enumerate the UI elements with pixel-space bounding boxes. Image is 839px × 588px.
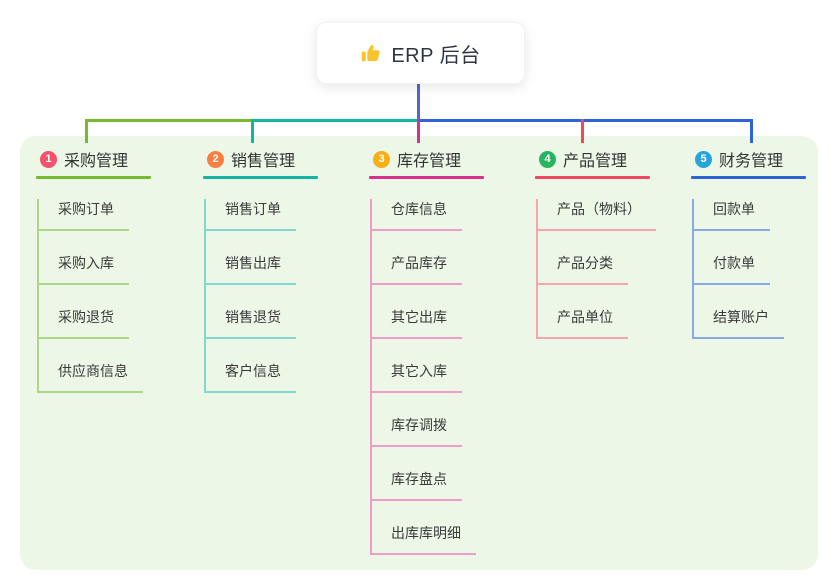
tree-node[interactable]: 供应商信息 [39,361,143,393]
branch-number-badge: 4 [539,150,556,168]
connector-drop-purchase [85,119,88,143]
connector-drop-finance [750,119,753,143]
tree-node[interactable]: 付款单 [694,253,770,285]
branch-underline [203,176,318,179]
tree-node[interactable]: 回款单 [694,199,770,231]
branch-label: 销售管理 [231,153,296,170]
branch-underline [369,176,484,179]
branch-number-badge: 2 [207,150,224,168]
branch-underline [535,176,650,179]
connector-drop-sales [251,119,254,143]
tree-node[interactable]: 产品库存 [372,253,462,285]
tree-node[interactable]: 出库库明细 [372,523,476,555]
branch-title[interactable]: 5 财务管理 [691,144,806,174]
branch-number-badge: 3 [373,150,390,168]
branch-product: 4 产品管理 产品（物料） 产品分类 产品单位 [535,144,656,339]
connector-bus-sales [253,119,419,122]
branch-label: 库存管理 [397,153,462,170]
branch-panel-background [20,136,818,570]
branch-title[interactable]: 4 产品管理 [535,144,650,174]
tree-node[interactable]: 仓库信息 [372,199,462,231]
tree-node[interactable]: 其它入库 [372,361,462,393]
tree-node[interactable]: 客户信息 [206,361,296,393]
tree-node[interactable]: 产品单位 [538,307,628,339]
branch-number-badge: 5 [695,150,712,168]
thumbs-up-icon [360,42,382,64]
connector-bus-purchase [85,119,255,122]
branch-underline [691,176,806,179]
branch-underline [36,176,151,179]
branch-children: 产品（物料） 产品分类 产品单位 [536,199,656,339]
tree-node[interactable]: 采购入库 [39,253,129,285]
branch-label: 产品管理 [563,153,628,170]
tree-node[interactable]: 结算账户 [694,307,784,339]
connector-bus-finance [417,119,753,122]
branch-inventory: 3 库存管理 仓库信息 产品库存 其它出库 其它入库 库存调拨 库存盘点 出库库… [369,144,484,555]
connector-drop-product [581,119,584,143]
branch-children: 销售订单 销售出库 销售退货 客户信息 [204,199,318,393]
tree-node[interactable]: 产品分类 [538,253,628,285]
branch-children: 仓库信息 产品库存 其它出库 其它入库 库存调拨 库存盘点 出库库明细 [370,199,484,555]
tree-node[interactable]: 库存盘点 [372,469,462,501]
branch-children: 回款单 付款单 结算账户 [692,199,806,339]
tree-node[interactable]: 其它出库 [372,307,462,339]
tree-node[interactable]: 销售订单 [206,199,296,231]
root-node[interactable]: ERP 后台 [316,22,525,84]
branch-title[interactable]: 2 销售管理 [203,144,318,174]
branch-sales: 2 销售管理 销售订单 销售出库 销售退货 客户信息 [203,144,318,393]
tree-node[interactable]: 销售出库 [206,253,296,285]
branch-label: 财务管理 [719,153,784,170]
tree-node[interactable]: 销售退货 [206,307,296,339]
tree-node[interactable]: 采购退货 [39,307,129,339]
branch-finance: 5 财务管理 回款单 付款单 结算账户 [691,144,806,339]
tree-node[interactable]: 产品（物料） [538,199,656,231]
root-label: ERP 后台 [391,44,481,67]
branch-title[interactable]: 1 采购管理 [36,144,151,174]
branch-purchase: 1 采购管理 采购订单 采购入库 采购退货 供应商信息 [36,144,151,393]
branch-label: 采购管理 [64,153,129,170]
branch-title[interactable]: 3 库存管理 [369,144,484,174]
branch-children: 采购订单 采购入库 采购退货 供应商信息 [37,199,151,393]
branch-number-badge: 1 [40,150,57,168]
tree-node[interactable]: 采购订单 [39,199,129,231]
connector-root-vertical [417,82,420,119]
tree-node[interactable]: 库存调拨 [372,415,462,447]
connector-drop-inventory [417,119,420,143]
